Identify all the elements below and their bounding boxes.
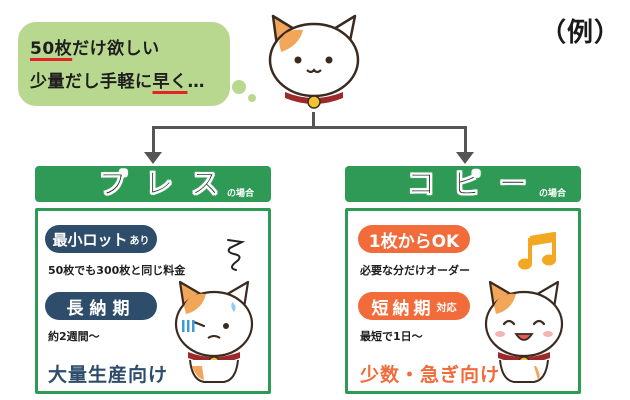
example-label: （例） — [540, 18, 622, 48]
cat-icon — [268, 14, 360, 109]
copy-header: コピー の場合 — [345, 166, 581, 202]
copy-title: コピー — [407, 167, 546, 201]
one-piece-badge: 1枚からOK — [358, 225, 470, 253]
min-lot-small: あり — [129, 235, 150, 247]
squiggle-icon — [227, 239, 246, 271]
bubble-text: 少量だし手軽に — [30, 72, 153, 92]
bubble-text: … — [187, 72, 205, 92]
press-footer: 大量生産向け — [48, 364, 169, 386]
bubble-highlight-quantity: 50枚 — [30, 39, 73, 59]
bubble-line-2: 少量だし手軽に早く… — [30, 67, 205, 92]
thought-dot — [232, 80, 246, 94]
short-lead-badge: 短納期対応 — [358, 292, 470, 320]
connector-line — [152, 126, 155, 156]
connector-line — [312, 112, 315, 128]
long-lead-badge: 長納期 — [45, 292, 157, 320]
min-lot-badge: 最小ロットあり — [45, 225, 157, 253]
bubble-highlight-speed: 早く — [152, 72, 188, 92]
copy-desc-2: 最短で1日〜 — [360, 330, 423, 343]
press-suffix: の場合 — [227, 189, 255, 199]
connector-line — [152, 126, 467, 129]
music-note-icon — [518, 232, 556, 270]
short-lead-label: 短納期 — [371, 298, 435, 319]
arrow-down-icon — [456, 152, 474, 164]
press-header: プレス の場合 — [35, 166, 271, 202]
press-desc-1: 50枚でも300枚と同じ料金 — [48, 264, 186, 277]
speech-bubble: 50枚だけ欲しい 少量だし手軽に早く… — [18, 22, 230, 106]
press-desc-2: 約2週間〜 — [48, 330, 100, 343]
bubble-text: だけ欲しい — [72, 39, 160, 59]
press-title: プレス — [99, 167, 238, 201]
copy-footer: 少数・急ぎ向け — [360, 364, 501, 386]
arrow-down-icon — [144, 152, 162, 164]
copy-desc-1: 必要な分だけオーダー — [360, 264, 470, 277]
worried-cat-icon — [174, 280, 254, 383]
thought-dot — [248, 94, 256, 102]
min-lot-label: 最小ロット — [52, 230, 128, 249]
connector-line — [464, 126, 467, 156]
copy-suffix: の場合 — [539, 189, 567, 199]
happy-cat-icon — [484, 280, 564, 383]
bubble-line-1: 50枚だけ欲しい — [30, 34, 160, 59]
short-lead-small: 対応 — [436, 302, 457, 314]
